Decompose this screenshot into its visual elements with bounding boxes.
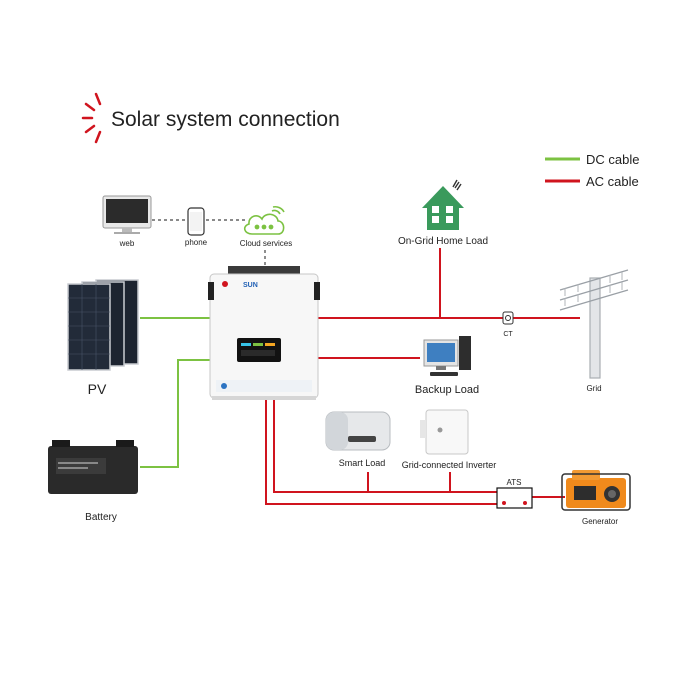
sunburst-icon xyxy=(81,92,102,144)
grid-label: Grid xyxy=(586,384,601,393)
battery-icon xyxy=(48,440,138,494)
web-label: web xyxy=(119,239,135,248)
legend: DC cable AC cable xyxy=(545,152,639,189)
grid-inverter-icon xyxy=(420,409,469,455)
cloud-icon xyxy=(243,205,285,235)
page-title: Solar system connection xyxy=(111,108,340,131)
hybrid-inverter: SUN xyxy=(208,266,320,400)
ct-clamp-icon xyxy=(502,311,514,325)
pv-label: PV xyxy=(88,381,107,397)
water-heater-icon xyxy=(325,411,391,451)
legend-dc-label: DC cable xyxy=(586,152,639,167)
phone-icon xyxy=(187,207,205,236)
ac-cable-1 xyxy=(265,398,497,505)
utility-pole-icon xyxy=(559,269,629,379)
ac-cable-2 xyxy=(273,398,497,493)
cloud-services-label: Cloud services xyxy=(240,239,292,248)
power-indicator-icon xyxy=(222,281,228,287)
phone-label: phone xyxy=(185,238,208,247)
grid-inverter-label: Grid-connected Inverter xyxy=(402,460,497,470)
backup-load-label: Backup Load xyxy=(415,384,479,396)
home-icon xyxy=(422,179,464,230)
solar-panel-icon xyxy=(67,279,139,371)
ats-switch xyxy=(496,487,533,509)
computer-icon xyxy=(423,336,471,376)
dc-cables xyxy=(140,317,210,468)
inverter-brand: SUN xyxy=(243,282,258,289)
generator-icon xyxy=(561,470,631,511)
legend-ac-label: AC cable xyxy=(586,174,639,189)
battery-dc-cable xyxy=(140,359,210,468)
generator-label: Generator xyxy=(582,517,618,526)
ct-label: CT xyxy=(503,331,513,338)
home-load-label: On-Grid Home Load xyxy=(398,236,488,247)
smart-load-label: Smart Load xyxy=(339,458,386,468)
home-ac-cable xyxy=(318,248,441,319)
monitor-icon xyxy=(102,195,152,234)
comm-links xyxy=(152,219,266,270)
ats-label: ATS xyxy=(507,478,522,487)
battery-label: Battery xyxy=(85,512,117,523)
